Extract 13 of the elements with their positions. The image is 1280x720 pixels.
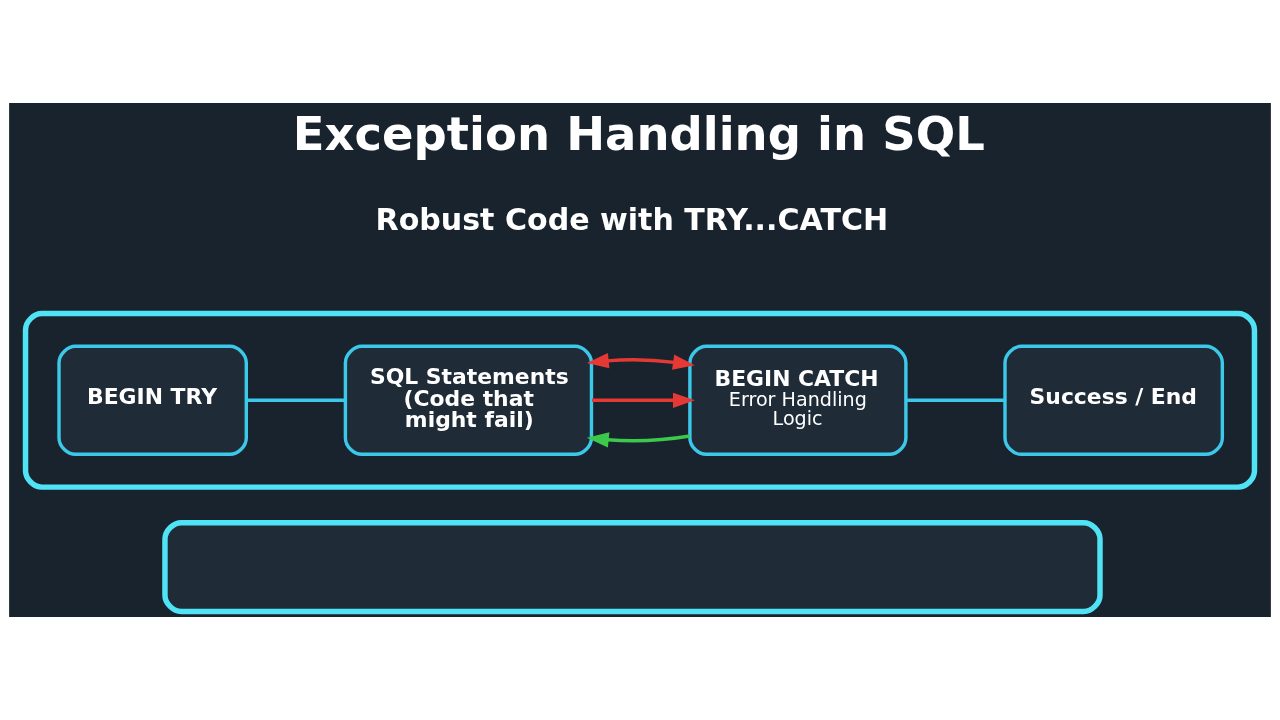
connector <box>246 398 346 403</box>
cluster <box>22 310 1258 490</box>
arrow <box>586 353 695 370</box>
diagram-title: Exception Handling in SQL <box>292 106 985 161</box>
label: Robust Code with TRY...CATCH <box>375 202 889 238</box>
node-box: BEGIN TRY <box>57 344 248 457</box>
node-box: BEGIN CATCH Error Handling Logic <box>688 344 908 457</box>
node-box <box>162 519 1103 615</box>
node-box: Success / End <box>1003 344 1225 457</box>
arrow <box>592 392 695 408</box>
arrow <box>586 432 690 448</box>
connector <box>906 398 1005 403</box>
node-box: SQL Statements (Code that might fail) <box>343 344 594 457</box>
